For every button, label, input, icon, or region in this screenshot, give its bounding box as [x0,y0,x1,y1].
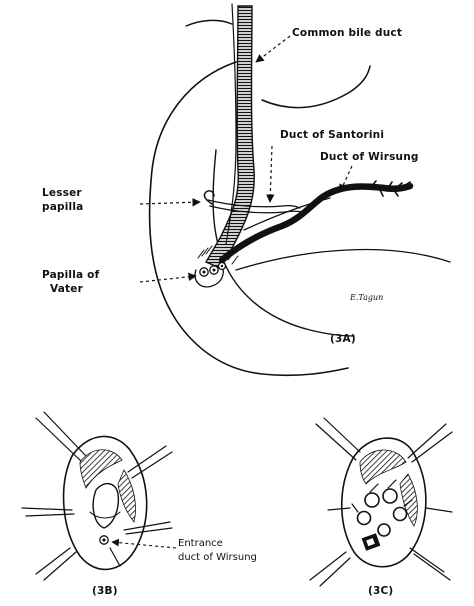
duct-of-santorini-inner [209,205,303,214]
retractor-lines-3c [309,417,453,587]
label-duct-of-wirsung: Duct of Wirsung [320,151,419,163]
liver-edge [185,19,233,27]
panel-3b: Entrance duct of Wirsung (3B) [21,411,257,597]
stent-lumen-3c [366,538,375,547]
incision-3b [62,435,148,571]
artist-signature: E.Tagun [349,293,383,302]
arrow-papilla-of-vater [139,272,197,283]
duct-of-santorini [207,199,301,209]
wall-texture-3b [79,449,123,489]
wall-texture-3c-right [399,473,418,527]
duct-of-wirsung [218,182,414,264]
wirsung-branches [371,180,411,197]
duodenum-inner-wall [212,149,355,337]
label-lesser-papilla-1: Lesser [42,187,82,199]
duodenum-outline [148,61,349,377]
opened-papilla-3b [92,483,120,529]
arrow-common-bile-duct [255,35,291,63]
panel-3c-label: (3C) [368,585,393,597]
hepatic-artery [225,3,237,245]
panel-3a-label: (3A) [330,333,356,345]
label-entrance-1: Entrance [178,538,223,549]
arrow-duct-of-wirsung [339,165,353,193]
arrow-duct-of-santorini [266,145,275,203]
entrance-lumen-3b [102,538,106,542]
papilla-of-vater [194,245,239,288]
pancreas-edge [235,248,451,271]
wall-texture-3b-right [117,469,136,523]
label-entrance-2: duct of Wirsung [178,552,257,563]
retractor-lines-3b [21,411,173,581]
wall-texture-3c [359,449,407,485]
panel-3b-label: (3B) [92,585,118,597]
arrow-lesser-papilla [139,198,201,207]
label-duct-of-santorini: Duct of Santorini [280,129,384,141]
panel-3a: Common bile duct Duct of Santorini Duct … [42,3,451,377]
label-papilla-of-vater-1: Papilla of [42,269,100,281]
arrow-entrance [111,538,177,549]
lesser-papilla [203,190,215,205]
stomach-contour [261,65,371,109]
sutured-papilla-3c [351,479,413,537]
panel-3c: (3C) [309,417,453,597]
incision-3c [340,437,427,568]
sutures-3b [89,511,121,519]
label-papilla-of-vater-2: Vater [50,283,84,295]
label-lesser-papilla-2: papilla [42,201,83,213]
label-common-bile-duct: Common bile duct [292,27,402,39]
